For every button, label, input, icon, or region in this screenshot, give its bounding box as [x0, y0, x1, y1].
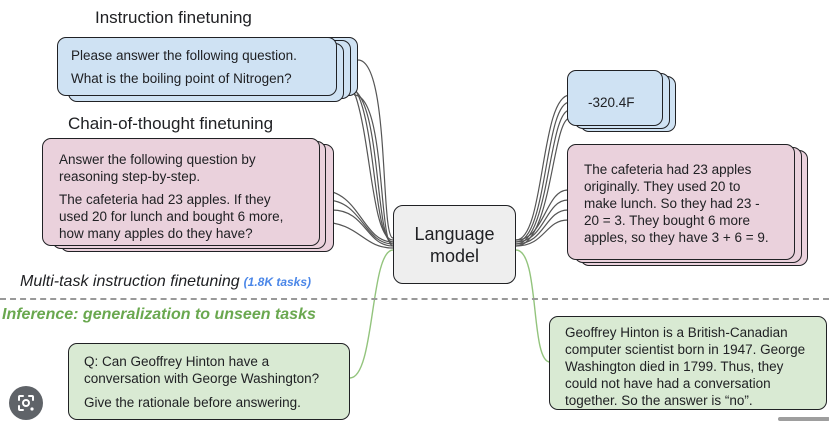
- cot-output-line3: make lunch. So they had 23 -: [584, 196, 760, 211]
- inference-output-line2: computer scientist born in 1947. George: [565, 342, 806, 357]
- cot-input-line2: reasoning step-by-step.: [59, 169, 201, 184]
- cot-output-line2: originally. They used 20 to: [584, 179, 741, 194]
- inference-output-line4: could not have had a conversation: [565, 376, 771, 391]
- inference-input-line2: conversation with George Washington?: [84, 371, 320, 386]
- cot-input-line3: The cafeteria had 23 apples. If they: [59, 192, 271, 207]
- lens-icon: [18, 395, 34, 411]
- inference-input-line3: Give the rationale before answering.: [84, 395, 301, 410]
- lens-button[interactable]: [9, 386, 43, 420]
- inference-input-line1: Q: Can Geoffrey Hinton have a: [84, 354, 270, 369]
- instruction-input-card: Please answer the following question. Wh…: [57, 37, 337, 96]
- multi-task-label: Multi-task instruction finetuning: [20, 273, 240, 290]
- cot-output-line5: apples, so they have 3 + 6 = 9.: [584, 230, 769, 245]
- inference-output-line3: Washington died in 1799. Thus, they: [565, 359, 784, 374]
- instruction-output-card: -320.4F: [567, 70, 663, 126]
- cot-input-card: Answer the following question by reasoni…: [42, 138, 320, 246]
- language-model-label-line2: model: [429, 245, 480, 266]
- inference-output-line1: Geoffrey Hinton is a British-Canadian: [565, 325, 788, 340]
- language-model-label-line1: Language: [414, 223, 495, 244]
- instruction-input-line1: Please answer the following question.: [71, 48, 297, 63]
- cot-output-line1: The cafeteria had 23 apples: [584, 162, 752, 177]
- language-model-box: Language model: [393, 205, 516, 284]
- inference-output-card: Geoffrey Hinton is a British-Canadian co…: [549, 316, 827, 410]
- inference-output-line5: together. So the answer is “no”.: [565, 393, 753, 408]
- inference-input-card: Q: Can Geoffrey Hinton have a conversati…: [68, 343, 350, 420]
- cot-input-line1: Answer the following question by: [59, 152, 256, 167]
- instruction-input-line2: What is the boiling point of Nitrogen?: [71, 71, 292, 86]
- instruction-finetuning-title: Instruction finetuning: [95, 8, 252, 27]
- cot-input-line4: used 20 for lunch and bought 6 more,: [59, 209, 284, 224]
- cot-output-line4: 20 = 3. They bought 6 more: [584, 213, 750, 228]
- inference-heading: Inference: generalization to unseen task…: [2, 306, 316, 323]
- scroll-indicator[interactable]: [778, 417, 829, 421]
- cot-finetuning-title: Chain-of-thought finetuning: [68, 114, 274, 133]
- section-divider: [0, 298, 829, 300]
- task-count-label: (1.8K tasks): [243, 275, 312, 289]
- instruction-output-text: -320.4F: [588, 95, 635, 110]
- cot-input-line5: how many apples do they have?: [59, 226, 253, 241]
- cot-output-card: The cafeteria had 23 apples originally. …: [567, 144, 795, 260]
- multi-task-caption: Multi-task instruction finetuning(1.8K t…: [20, 273, 311, 291]
